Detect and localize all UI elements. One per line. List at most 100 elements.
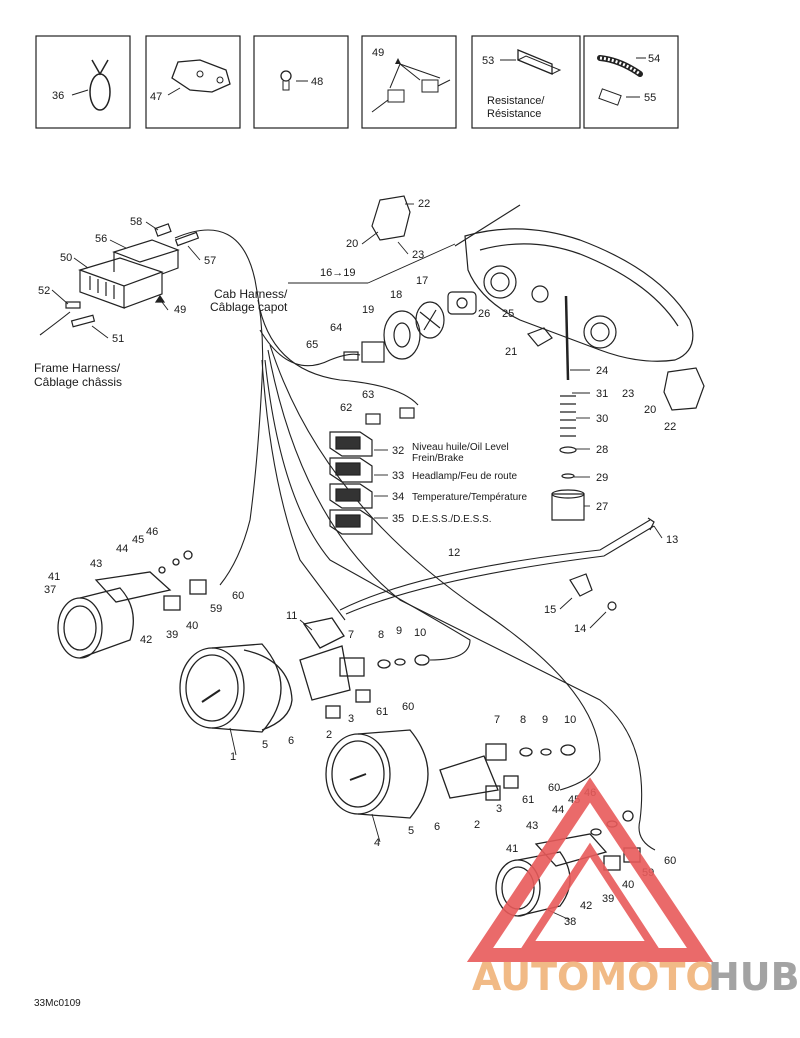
callout-57: 57 bbox=[204, 255, 216, 267]
label-49: 49 bbox=[372, 47, 384, 59]
callout-20a: 20 bbox=[346, 238, 358, 250]
callout-25: 25 bbox=[502, 308, 514, 320]
callout-28: 28 bbox=[596, 444, 608, 456]
callout-44a: 44 bbox=[116, 543, 128, 555]
callout-31: 31 bbox=[596, 388, 608, 400]
callout-24: 24 bbox=[596, 365, 608, 377]
cab-harness-label-1: Cab Harness/ bbox=[214, 287, 288, 301]
headlamp-parts bbox=[343, 195, 705, 411]
callout-61a: 61 bbox=[376, 706, 388, 718]
callout-2a: 2 bbox=[326, 729, 332, 741]
callout-6b: 6 bbox=[434, 821, 440, 833]
label-47: 47 bbox=[150, 91, 162, 103]
callout-17: 17 bbox=[416, 275, 428, 287]
callout-33: 33 bbox=[392, 470, 404, 482]
callout-21: 21 bbox=[505, 346, 517, 358]
lamp33-label: Headlamp/Feu de route bbox=[412, 471, 518, 482]
label-54: 54 bbox=[648, 53, 660, 65]
callout-56: 56 bbox=[95, 233, 107, 245]
callout-26: 26 bbox=[478, 308, 490, 320]
callout-11: 11 bbox=[286, 610, 297, 622]
inset-47: 47 bbox=[145, 35, 241, 129]
lamp-adjuster-stack bbox=[551, 395, 585, 521]
callout-12: 12 bbox=[448, 547, 460, 559]
callout-15: 15 bbox=[544, 604, 556, 616]
callout-1: 1 bbox=[230, 751, 236, 763]
callout-2b: 2 bbox=[474, 819, 480, 831]
callout-5b: 5 bbox=[408, 825, 414, 837]
callout-34: 34 bbox=[392, 491, 404, 503]
callouts: 58 56 50 57 52 49 51 22 20 23 16→19 17 1… bbox=[34, 198, 678, 1009]
callout-3b: 3 bbox=[496, 803, 502, 815]
callout-3a: 3 bbox=[348, 713, 354, 725]
label-48: 48 bbox=[311, 76, 323, 88]
callout-42a: 42 bbox=[140, 634, 152, 646]
resistance-caption-1: Resistance/ bbox=[487, 95, 545, 107]
harness-wires bbox=[39, 229, 656, 851]
callout-10a: 10 bbox=[414, 627, 426, 639]
headlamp-housing bbox=[454, 204, 694, 381]
lamp35-label: D.E.S.S./D.E.S.S. bbox=[412, 514, 491, 525]
callout-39a: 39 bbox=[166, 629, 178, 641]
callout-43a: 43 bbox=[90, 558, 102, 570]
callout-7b: 7 bbox=[494, 714, 500, 726]
leader-lines bbox=[51, 203, 663, 921]
label-55: 55 bbox=[644, 92, 656, 104]
callout-22b: 22 bbox=[664, 421, 676, 433]
callout-59a: 59 bbox=[210, 603, 222, 615]
callout-65: 65 bbox=[306, 339, 318, 351]
callout-20b: 20 bbox=[644, 404, 656, 416]
cab-harness-label-2: Câblage capot bbox=[210, 300, 288, 314]
lamp32-line2: Frein/Brake bbox=[412, 453, 464, 464]
document-code: 33Mc0109 bbox=[34, 998, 81, 1009]
callout-40b: 40 bbox=[622, 879, 634, 891]
callout-64: 64 bbox=[330, 322, 342, 334]
callout-9b: 9 bbox=[542, 714, 548, 726]
callout-19: 19 bbox=[362, 304, 374, 316]
relay-block bbox=[65, 223, 200, 328]
gauge-left-small bbox=[57, 550, 207, 659]
callout-30: 30 bbox=[596, 413, 608, 425]
callout-45a: 45 bbox=[132, 534, 144, 546]
callout-13: 13 bbox=[666, 534, 678, 546]
callout-41a: 41 bbox=[48, 571, 60, 583]
bracket-13-15 bbox=[569, 517, 655, 611]
callout-4: 4 bbox=[374, 837, 380, 849]
callout-49: 49 bbox=[174, 304, 186, 316]
inset-53: 53 Resistance/ Résistance bbox=[471, 35, 581, 129]
lamp32-line1: Niveau huile/Oil Level bbox=[412, 442, 509, 453]
callout-60d: 60 bbox=[664, 855, 676, 867]
callout-60a: 60 bbox=[232, 590, 244, 602]
gauge-4 bbox=[325, 729, 576, 819]
callout-37: 37 bbox=[44, 584, 56, 596]
automotohub-watermark: AUTOMOTO HUB bbox=[466, 777, 800, 999]
callout-14: 14 bbox=[574, 623, 586, 635]
callout-22a: 22 bbox=[418, 198, 430, 210]
callout-50: 50 bbox=[60, 252, 72, 264]
callout-63: 63 bbox=[362, 389, 374, 401]
watermark-automoto: AUTOMOTO bbox=[472, 955, 718, 999]
callout-41b: 41 bbox=[506, 843, 518, 855]
callout-60b: 60 bbox=[402, 701, 414, 713]
callout-5a: 5 bbox=[262, 739, 268, 751]
callout-23a: 23 bbox=[412, 249, 424, 261]
watermark-hub: HUB bbox=[708, 955, 800, 999]
callout-62: 62 bbox=[340, 402, 352, 414]
callout-18: 18 bbox=[390, 289, 402, 301]
callout-44b: 44 bbox=[552, 804, 564, 816]
callout-7a: 7 bbox=[348, 629, 354, 641]
callout-35: 35 bbox=[392, 513, 404, 525]
callout-51: 51 bbox=[112, 333, 124, 345]
callout-23b: 23 bbox=[622, 388, 634, 400]
callout-40a: 40 bbox=[186, 620, 198, 632]
callout-27: 27 bbox=[596, 501, 608, 513]
callout-6a: 6 bbox=[288, 735, 294, 747]
callout-42b: 42 bbox=[580, 900, 592, 912]
callout-46a: 46 bbox=[146, 526, 158, 538]
callout-43b: 43 bbox=[526, 820, 538, 832]
callout-8b: 8 bbox=[520, 714, 526, 726]
indicator-lamps bbox=[329, 407, 415, 535]
callout-61b: 61 bbox=[522, 794, 534, 806]
inset-36: 36 bbox=[35, 35, 131, 129]
gauge-1 bbox=[179, 617, 430, 733]
